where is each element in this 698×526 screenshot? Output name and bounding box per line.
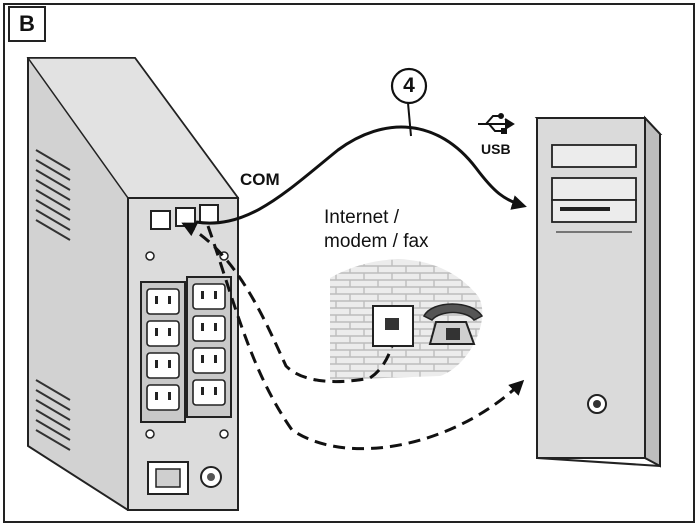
network-label-line1: Internet / bbox=[324, 207, 399, 228]
modem-line-dashed bbox=[183, 222, 394, 384]
usb-cable bbox=[195, 125, 527, 225]
ups-outlets bbox=[140, 276, 232, 423]
network-label-line2: modem / fax bbox=[324, 231, 429, 252]
pc-drive-bays bbox=[551, 144, 637, 223]
usb-icon bbox=[478, 113, 515, 134]
ups-screws bbox=[145, 251, 229, 439]
telephone-icon bbox=[422, 303, 484, 345]
cable-callout-line bbox=[407, 102, 412, 137]
cable-number: 4 bbox=[403, 74, 415, 97]
panel-label: B bbox=[19, 11, 35, 36]
pc-floppy-slot bbox=[560, 207, 610, 211]
wall-jack bbox=[372, 305, 414, 347]
ups-data-ports bbox=[150, 204, 219, 230]
panel-label-box bbox=[8, 6, 46, 42]
pc-tower bbox=[534, 115, 663, 468]
data-line-dashed bbox=[206, 225, 525, 451]
ups-power-inlet bbox=[147, 461, 222, 495]
ups-vents bbox=[35, 149, 71, 451]
cable-number-circle bbox=[390, 67, 428, 105]
network-label: Internet / modem / fax bbox=[324, 206, 429, 254]
ups-unit bbox=[26, 57, 240, 511]
com-port-label: COM bbox=[240, 170, 280, 189]
usb-port-label: USB bbox=[481, 141, 511, 157]
